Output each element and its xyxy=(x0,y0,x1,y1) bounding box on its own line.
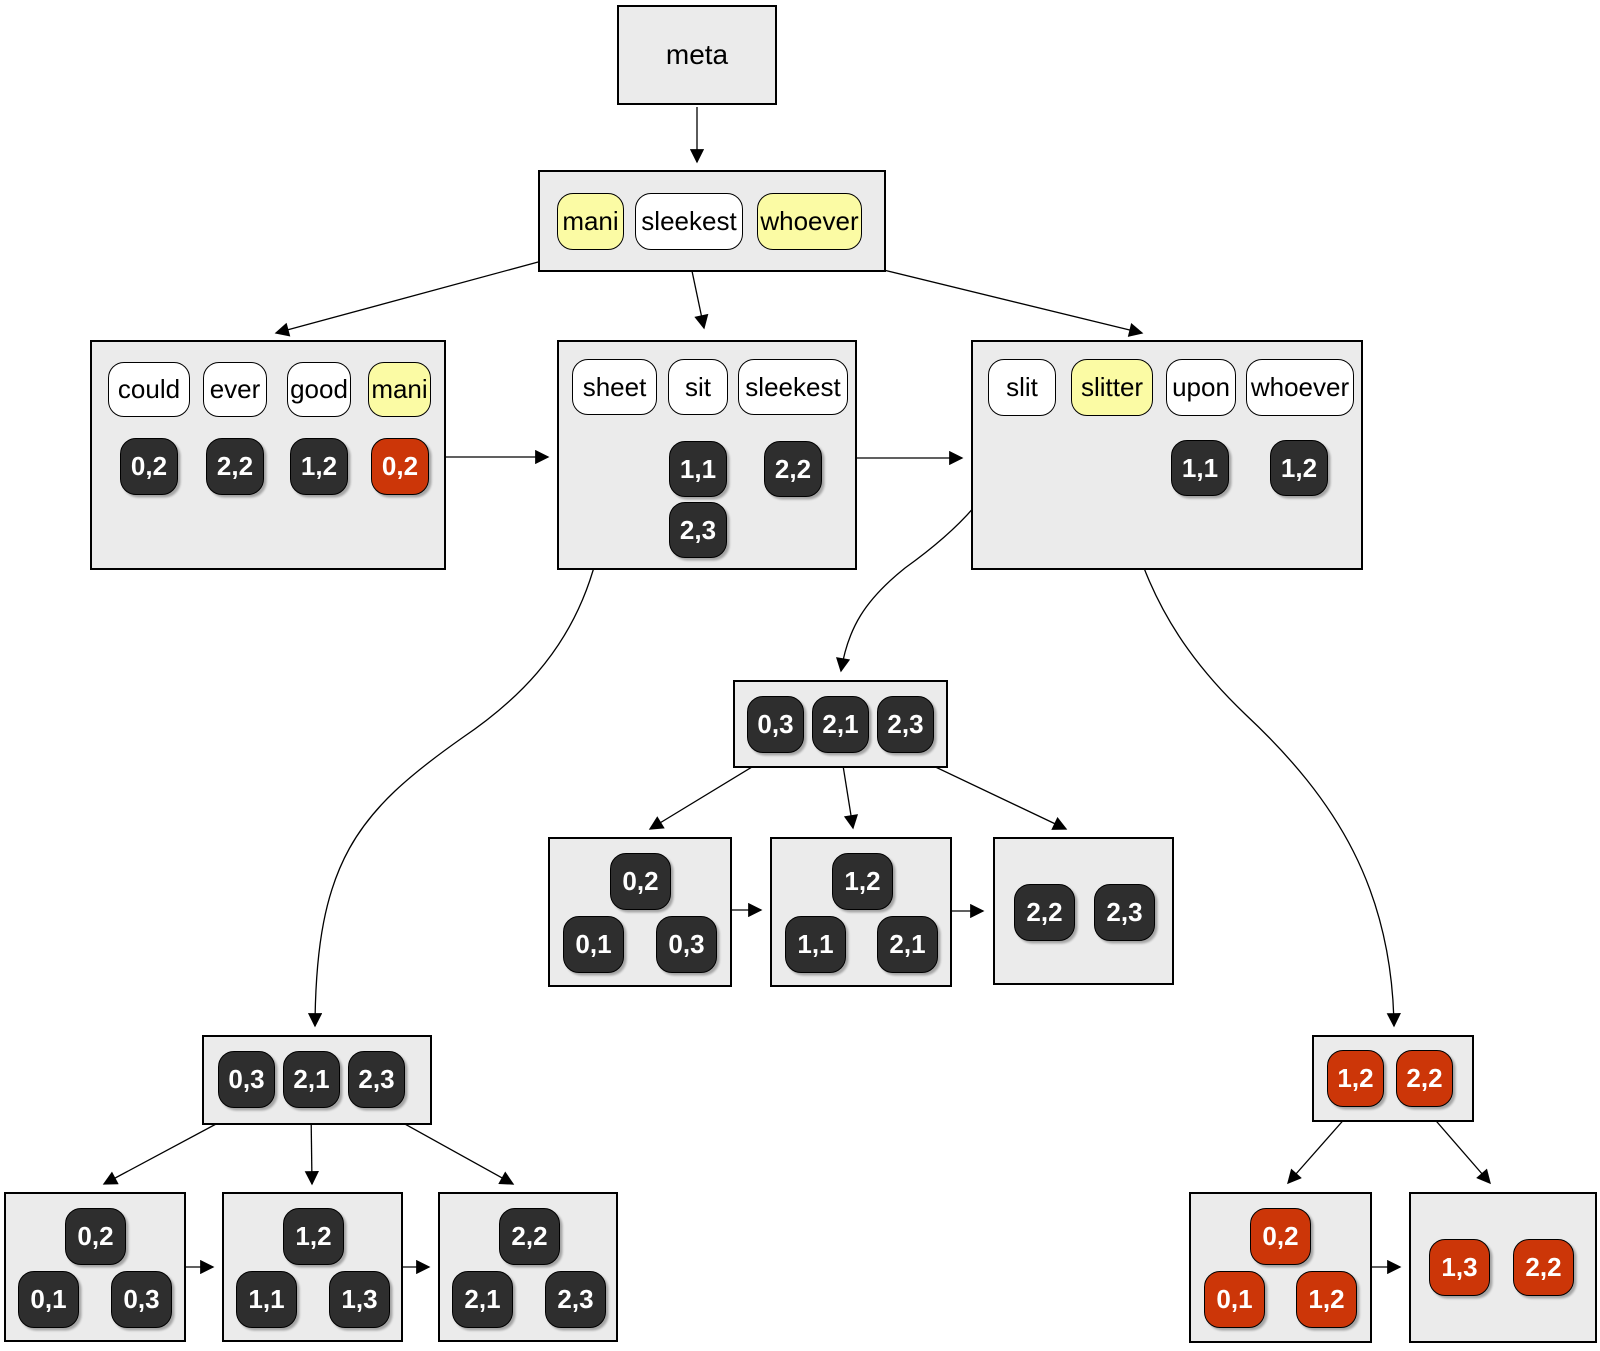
key-pill-ever: ever xyxy=(203,362,267,417)
value-pill-highlighted: 0,2 xyxy=(371,438,429,495)
value-pill: 2,3 xyxy=(348,1051,405,1108)
value-pill: 2,3 xyxy=(669,502,727,558)
value-pill: 0,2 xyxy=(65,1208,126,1265)
key-pill-upon: upon xyxy=(1166,359,1236,416)
value-pill: 2,2 xyxy=(1014,884,1075,941)
value-pill: 1,1 xyxy=(1171,440,1229,496)
key-pill-could: could xyxy=(108,362,190,417)
value-pill-highlighted: 2,2 xyxy=(1513,1239,1574,1296)
value-pill: 0,3 xyxy=(218,1051,275,1108)
value-pill: 0,1 xyxy=(18,1271,79,1328)
value-pill-highlighted: 0,2 xyxy=(1250,1208,1311,1265)
value-pill: 1,3 xyxy=(329,1271,390,1328)
value-pill-highlighted: 1,2 xyxy=(1327,1050,1384,1107)
value-pill: 2,1 xyxy=(452,1271,513,1328)
meta-label: meta xyxy=(665,39,729,70)
root-key-whoever: whoever xyxy=(757,193,862,250)
value-pill: 0,2 xyxy=(610,853,671,910)
value-pill: 2,2 xyxy=(499,1208,560,1265)
key-pill-whoever: whoever xyxy=(1246,359,1354,416)
value-pill: 1,1 xyxy=(669,441,727,497)
value-pill: 2,3 xyxy=(1094,884,1155,941)
key-pill-sheet: sheet xyxy=(572,359,657,415)
root-key-sleekest: sleekest xyxy=(635,193,743,250)
key-pill-good: good xyxy=(287,362,351,417)
meta-node: meta xyxy=(617,5,777,105)
value-pill: 0,1 xyxy=(563,916,624,973)
value-pill: 1,2 xyxy=(290,438,348,495)
edge-root-to-left-branch xyxy=(274,251,576,337)
value-pill: 1,2 xyxy=(1270,440,1328,496)
value-pill: 2,2 xyxy=(764,441,822,497)
value-pill-highlighted: 0,1 xyxy=(1204,1271,1265,1328)
value-pill: 2,1 xyxy=(812,696,869,753)
key-pill-mani: mani xyxy=(368,362,431,417)
value-pill-highlighted: 1,2 xyxy=(1296,1271,1357,1328)
value-pill: 1,2 xyxy=(832,853,893,910)
value-pill: 2,1 xyxy=(877,916,938,973)
value-pill: 0,2 xyxy=(120,438,178,495)
key-pill-slit: slit xyxy=(988,359,1056,416)
key-pill-slitter: slitter xyxy=(1071,359,1153,416)
value-pill: 0,3 xyxy=(747,696,804,753)
value-pill: 1,2 xyxy=(283,1208,344,1265)
root-key-mani: mani xyxy=(557,193,624,250)
value-pill: 0,3 xyxy=(656,916,717,973)
value-pill: 2,3 xyxy=(877,696,934,753)
value-pill-highlighted: 2,2 xyxy=(1396,1050,1453,1107)
key-pill-sleekest: sleekest xyxy=(738,359,848,415)
value-pill: 0,3 xyxy=(111,1271,172,1328)
value-pill: 1,1 xyxy=(785,916,846,973)
value-pill: 2,2 xyxy=(206,438,264,495)
value-pill: 2,3 xyxy=(545,1271,606,1328)
key-pill-sit: sit xyxy=(668,359,728,415)
value-pill: 1,1 xyxy=(236,1271,297,1328)
value-pill: 2,1 xyxy=(283,1051,340,1108)
value-pill-highlighted: 1,3 xyxy=(1429,1239,1490,1296)
